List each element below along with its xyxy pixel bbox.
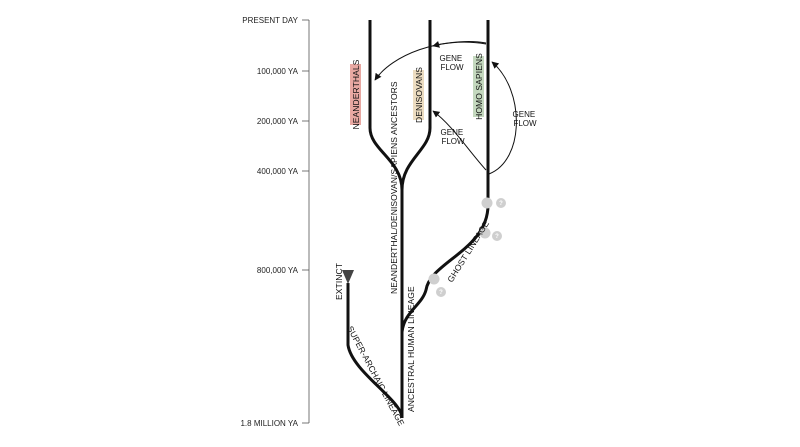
denisovans-label: DENISOVANS	[414, 67, 424, 123]
tick-label-200k: 200,000 YA	[257, 117, 299, 126]
ghost-point	[479, 227, 491, 239]
neanderthals-label-bg	[350, 64, 361, 125]
lineage-tree	[342, 20, 490, 419]
denisovans-label-bg	[413, 70, 424, 120]
unknown-marker	[496, 198, 506, 208]
homo-sapiens-label: HOMO SAPIENS	[474, 53, 484, 120]
homo-sapiens-label-bg	[473, 56, 484, 117]
tick-label-800k: 800,000 YA	[257, 266, 299, 275]
unknown-marker	[492, 231, 502, 241]
ghost-point	[481, 197, 493, 209]
gene-flow-arrow-ghost-to-sapiens	[488, 61, 517, 175]
gene-flow-arrow-sapiens-to-denisovans	[432, 110, 487, 171]
unknown-markers: ? ? ?	[428, 197, 506, 297]
neanderthal-branch	[368, 20, 404, 191]
tick-label-100k: 100,000 YA	[257, 67, 299, 76]
question-mark: ?	[499, 201, 503, 207]
extinct-label: EXTINCT	[334, 263, 344, 300]
tick-label-400k: 400,000 YA	[257, 167, 299, 176]
species-labels: NEANDERTHALS DENISOVANS HOMO SAPIENS	[350, 53, 484, 130]
question-mark: ?	[495, 234, 499, 240]
ancestors-label: NEANDERTHAL/DENISOVAN/SAPIENS ANCESTORS	[389, 81, 399, 294]
gene-flow-arrow-to-neanderthals	[374, 41, 487, 81]
gene-flow-top-label: GENE FLOW	[440, 54, 465, 72]
timeline-axis: PRESENT DAY 100,000 YA 200,000 YA 400,00…	[240, 16, 310, 428]
ghost-lineage-label: GHOST LINEAGE	[445, 219, 491, 284]
super-archaic-label: SUPER-ARCHAIC LINEAGE	[345, 324, 406, 428]
question-mark: ?	[439, 290, 443, 296]
super-archaic-branch	[346, 283, 404, 419]
ancestral-human-label: ANCESTRAL HUMAN LINEAGE	[406, 286, 416, 412]
gene-flow-arrows: GENE FLOW GENE FLOW GENE FLOW	[374, 40, 538, 175]
tick-label-1-8m: 1.8 MILLION YA	[240, 419, 298, 428]
gene-flow-middle-label: GENE FLOW	[441, 128, 466, 146]
lineage-labels: NEANDERTHAL/DENISOVAN/SAPIENS ANCESTORS …	[334, 81, 491, 428]
extinct-triangle	[342, 270, 354, 284]
ghost-point	[428, 273, 440, 285]
gene-flow-right-label: GENE FLOW	[513, 110, 538, 128]
neanderthals-label: NEANDERTHALS	[351, 59, 361, 129]
gene-flow-arrow-to-denisovans	[432, 40, 487, 48]
denisovan-branch	[400, 20, 432, 191]
tick-label-present-day: PRESENT DAY	[242, 16, 298, 25]
unknown-marker	[436, 287, 446, 297]
